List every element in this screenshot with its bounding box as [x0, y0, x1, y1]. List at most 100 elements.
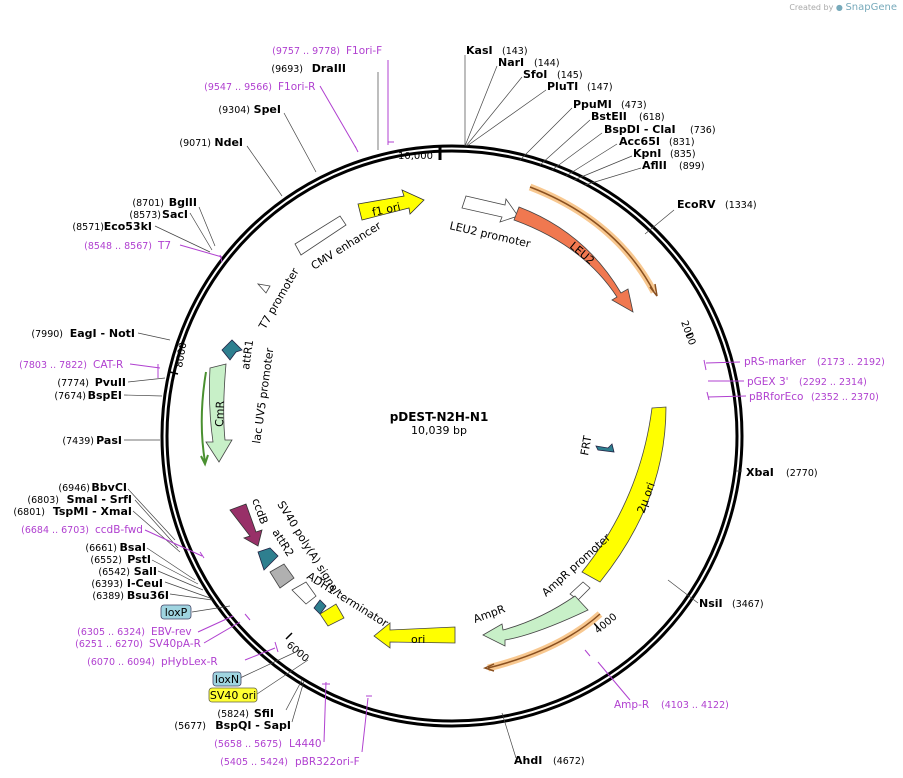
enzyme-bglii[interactable]: BglII [169, 196, 197, 209]
enzyme-i-ceui[interactable]: I-CeuI [127, 577, 163, 590]
enzyme-smai-srfi[interactable]: SmaI - SrfI [67, 493, 132, 506]
primer-pgex-3-pos: (2292 .. 2314) [799, 377, 867, 388]
feature-lac-uv5-label: lac UV5 promoter [250, 347, 276, 445]
enzyme-kasi-pos: (143) [502, 46, 528, 57]
boxed-sv40-ori[interactable]: SV40 ori [208, 659, 309, 703]
boxed-loxn[interactable]: loxN [212, 649, 301, 687]
enzyme-saci[interactable]: SacI [162, 208, 188, 221]
enzyme-sali-pos: (6542) [98, 567, 130, 578]
enzyme-kpni-pos: (835) [670, 149, 696, 160]
enzyme-sfii-pos: (5824) [217, 709, 249, 720]
enzyme-draiii[interactable]: DraIII [312, 62, 346, 75]
enzyme-bsteii[interactable]: BstEII [591, 110, 627, 123]
enzyme-aflii[interactable]: AflII [642, 159, 667, 172]
feature-small-yellow[interactable] [319, 603, 345, 627]
enzyme-bspqi-sapi[interactable]: BspQI - SapI [215, 719, 291, 732]
enzyme-kasi[interactable]: KasI [466, 44, 493, 57]
enzyme-ndei-pos: (9071) [179, 138, 211, 149]
enzyme-tspmi-xmai-pos: (6801) [13, 507, 45, 518]
enzyme-pluti[interactable]: PluTI [547, 80, 578, 93]
enzyme-ppumi[interactable]: PpuMI [573, 98, 612, 111]
enzyme-eagi-noti[interactable]: EagI - NotI [70, 327, 135, 340]
watermark-brand: SnapGene [845, 2, 897, 13]
feature-small-teal[interactable] [313, 599, 327, 615]
plasmid-name: pDEST-N2H-N1 [390, 410, 489, 424]
primer-amp-r[interactable]: Amp-R [614, 699, 649, 711]
feature-t7-promoter[interactable] [256, 283, 271, 294]
tick-2000: 2000 [678, 319, 697, 347]
enzyme-psti[interactable]: PstI [127, 553, 151, 566]
feature-grey-block[interactable] [269, 563, 295, 589]
primer-l4440-pos: (5658 .. 5675) [214, 739, 282, 750]
tick-mark-8000 [169, 371, 179, 375]
feature-ampr-orf-line [487, 613, 601, 669]
enzyme-sfii[interactable]: SfiI [254, 707, 274, 720]
enzyme-nari[interactable]: NarI [498, 56, 524, 69]
feature-f1-ori-label: f1 ori [371, 200, 402, 219]
enzyme-pvuii[interactable]: PvuII [95, 376, 126, 389]
primer-pbrforeco[interactable]: pBRforEco [749, 391, 803, 403]
enzyme-xbai[interactable]: XbaI [746, 466, 774, 479]
enzyme-bsai[interactable]: BsaI [120, 541, 146, 554]
enzyme-eco53ki-pos: (8571) [72, 222, 104, 233]
enzyme-bspdi-clai-pos: (736) [690, 125, 716, 136]
primer-pbr322ori-f[interactable]: pBR322ori-F [295, 756, 360, 768]
enzyme-tspmi-xmai[interactable]: TspMI - XmaI [53, 505, 132, 518]
enzyme-bspei[interactable]: BspEI [88, 389, 122, 402]
feature-adh1-terminator[interactable] [291, 581, 317, 605]
feature-ccdb[interactable] [229, 503, 263, 547]
enzyme-bspdi-clai[interactable]: BspDI - ClaI [604, 123, 676, 136]
feature-leu2-orf-head [649, 283, 658, 297]
enzyme-ecorv[interactable]: EcoRV [677, 198, 716, 211]
enzyme-bsu36i[interactable]: Bsu36I [127, 589, 169, 602]
enzyme-bsai-pos: (6661) [85, 543, 117, 554]
feature-f1-ori[interactable] [357, 189, 425, 221]
tick-8000: 8000 [174, 342, 189, 369]
feature-ori[interactable] [373, 622, 456, 649]
primer-l4440[interactable]: L4440 [289, 738, 322, 750]
feature-frt[interactable] [595, 443, 615, 453]
primer-t7-pos: (8548 .. 8567) [84, 241, 152, 252]
feature-cmr[interactable] [205, 363, 233, 463]
enzyme-acc65i[interactable]: Acc65I [619, 135, 660, 148]
feature-ampr[interactable] [482, 595, 589, 647]
primer-phyblex-r[interactable]: pHybLex-R [161, 656, 218, 668]
primer-f1ori-r[interactable]: F1ori-R [278, 81, 315, 93]
enzyme-pasi-pos: (7439) [62, 436, 94, 447]
feature-attr2[interactable] [257, 547, 279, 571]
primer-t7[interactable]: T7 [157, 240, 171, 252]
enzyme-sfoi[interactable]: SfoI [523, 68, 547, 81]
enzyme-leaders [123, 55, 742, 759]
enzyme-nsii[interactable]: NsiI [699, 597, 723, 610]
primer-pgex-3[interactable]: pGEX 3' [747, 376, 789, 388]
enzyme-saci-pos: (8573) [129, 210, 161, 221]
enzyme-bsteii-pos: (618) [639, 112, 665, 123]
enzyme-pasi[interactable]: PasI [96, 434, 122, 447]
primer-labels: F1ori-F (9757 .. 9778) F1ori-R (9547 .. … [19, 45, 885, 768]
enzyme-kpni[interactable]: KpnI [633, 147, 661, 160]
enzyme-bbvci[interactable]: BbvCI [91, 481, 127, 494]
primer-prs-marker[interactable]: pRS-marker [744, 356, 807, 368]
primer-cat-r[interactable]: CAT-R [93, 359, 123, 371]
primer-sv40pa-r-pos: (6251 .. 6270) [75, 639, 143, 650]
primer-f1ori-f[interactable]: F1ori-F [346, 45, 382, 57]
enzyme-ahdi[interactable]: AhdI [514, 754, 542, 767]
enzyme-spei[interactable]: SpeI [254, 103, 281, 116]
feature-attr1[interactable] [221, 339, 243, 361]
feature-leu2[interactable] [513, 206, 634, 313]
enzyme-ndei[interactable]: NdeI [214, 136, 243, 149]
enzyme-eco53ki[interactable]: Eco53kI [104, 220, 152, 233]
enzyme-sali[interactable]: SalI [134, 565, 157, 578]
feature-2mu-ori[interactable] [581, 406, 667, 583]
boxed-loxp[interactable]: loxP [160, 604, 231, 620]
feature-ori-label: ori [411, 633, 425, 646]
feature-cmv-enhancer[interactable] [294, 215, 347, 256]
feature-leu2-orf-line [529, 186, 655, 293]
feature-leu2-promoter[interactable] [461, 195, 519, 223]
feature-ampr-label: AmpR [472, 602, 508, 626]
primer-ebv-rev[interactable]: EBV-rev [151, 626, 192, 638]
feature-leu2-promoter-label: LEU2 promoter [448, 219, 532, 250]
primer-sv40pa-r[interactable]: SV40pA-R [149, 638, 201, 650]
primer-ccdb-fwd[interactable]: ccdB-fwd [95, 524, 143, 536]
